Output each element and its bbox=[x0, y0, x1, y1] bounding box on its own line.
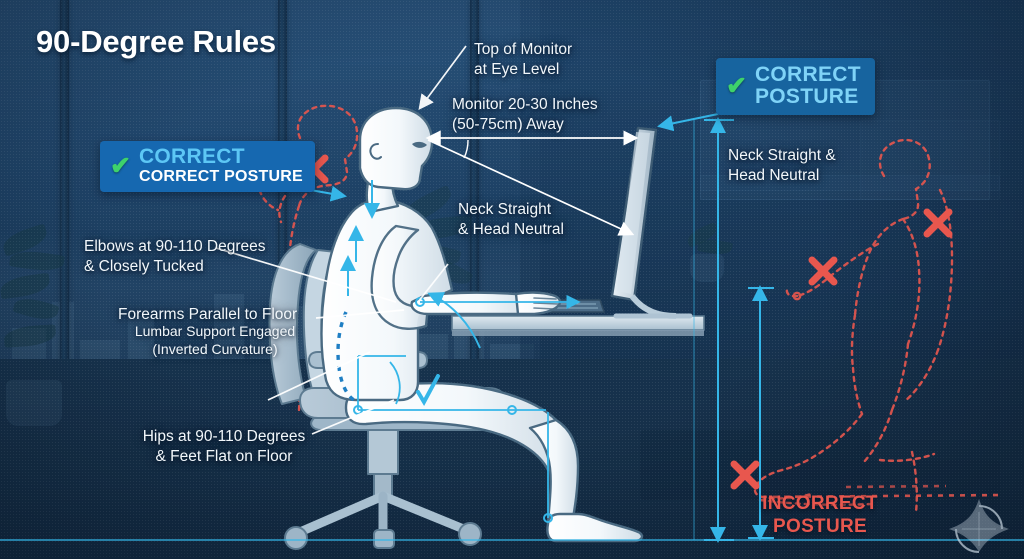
compass-rose-logo bbox=[949, 499, 1009, 553]
dimension-lines bbox=[0, 117, 1024, 543]
page-title: 90-Degree Rules bbox=[36, 24, 276, 59]
badge-left-line2: CORRECT POSTURE bbox=[138, 168, 303, 185]
check-icon: ✔ bbox=[726, 72, 747, 100]
badge-pointer-right bbox=[657, 113, 719, 132]
annotation-monitor-eye-level: Top of Monitor at Eye Level bbox=[474, 41, 573, 78]
x-mark-right-upper bbox=[923, 208, 953, 238]
badge-right-line1: CORRECT bbox=[754, 63, 861, 86]
annotation-neck-right: Neck Straight & Head Neutral bbox=[728, 147, 836, 184]
annotation-monitor-distance: Monitor 20-30 Inches (50-75cm) Away bbox=[452, 96, 598, 133]
measurement-lines bbox=[215, 45, 639, 435]
annotation-forearms: Forearms Parallel to Floor bbox=[118, 306, 298, 323]
annotation-neck-center: Neck Straight & Head Neutral bbox=[458, 201, 564, 238]
badge-correct-right[interactable]: ✔ CORRECT POSTURE bbox=[716, 58, 875, 115]
x-mark-bottom bbox=[730, 460, 760, 490]
badge-left-line1: CORRECT bbox=[138, 145, 245, 168]
desk bbox=[451, 315, 705, 336]
check-icon: ✔ bbox=[110, 152, 131, 180]
badge-right-line2: POSTURE bbox=[754, 85, 859, 108]
annotation-hips: Hips at 90-110 Degrees & Feet Flat on Fl… bbox=[142, 428, 306, 465]
x-mark-right-lower bbox=[808, 256, 838, 286]
label-incorrect-posture: INCORRECT POSTURE bbox=[762, 493, 878, 537]
annotation-lumbar: Lumbar Support Engaged (Inverted Curvatu… bbox=[134, 323, 296, 357]
annotation-elbows: Elbows at 90-110 Degrees & Closely Tucke… bbox=[84, 238, 266, 275]
posture-guides bbox=[336, 180, 581, 523]
badge-correct-left[interactable]: ✔ CORRECT CORRECT POSTURE bbox=[100, 141, 315, 192]
monitor bbox=[610, 126, 693, 319]
